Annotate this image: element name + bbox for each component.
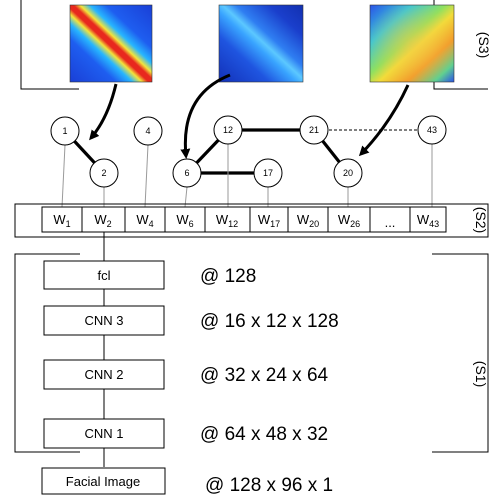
arrow-heatmap2-to-node6 bbox=[180, 73, 231, 159]
svg-text:43: 43 bbox=[427, 125, 437, 135]
stage-label-s1: (S1) bbox=[473, 361, 489, 387]
svg-text:CNN 3: CNN 3 bbox=[84, 313, 123, 328]
dim-cnn3: @ 16 x 12 x 128 bbox=[200, 311, 339, 332]
arrow-heatmap1-to-node2 bbox=[89, 83, 118, 141]
graph-node-20: 20 bbox=[333, 158, 363, 188]
s1-bracket bbox=[14, 253, 489, 453]
layer-fcl: fcl bbox=[43, 260, 165, 290]
heatmap-2 bbox=[218, 4, 304, 83]
stage-label-s3: (S3) bbox=[476, 32, 492, 58]
svg-text:CNN 1: CNN 1 bbox=[84, 426, 123, 441]
graph-node-21: 21 bbox=[299, 115, 329, 145]
s2-outer-box bbox=[14, 203, 489, 238]
graph-node-2: 2 bbox=[89, 158, 119, 188]
weight-cell-ellipsis: ... bbox=[385, 215, 396, 230]
layer-cnn1: CNN 1 bbox=[43, 418, 165, 449]
weight-cell-w12: W12 bbox=[216, 212, 238, 229]
svg-text:21: 21 bbox=[309, 125, 319, 135]
weight-cell-w43: W43 bbox=[417, 212, 439, 229]
svg-text:2: 2 bbox=[101, 168, 106, 178]
weight-cell-w6: W6 bbox=[176, 212, 193, 229]
graph-node-4: 4 bbox=[133, 116, 163, 146]
layer-cnn3: CNN 3 bbox=[43, 305, 165, 336]
graph-node-12: 12 bbox=[213, 115, 243, 145]
dim-cnn1: @ 64 x 48 x 32 bbox=[200, 424, 328, 445]
weight-cell-w2: W2 bbox=[94, 212, 111, 229]
weight-cell-w26: W26 bbox=[338, 212, 360, 229]
dim-fcl: @ 128 bbox=[200, 266, 256, 287]
svg-text:fcl: fcl bbox=[98, 268, 111, 283]
dim-input: @ 128 x 96 x 1 bbox=[205, 475, 333, 496]
svg-text:12: 12 bbox=[223, 125, 233, 135]
svg-text:4: 4 bbox=[145, 126, 150, 136]
svg-text:6: 6 bbox=[184, 168, 189, 178]
svg-text:Facial Image: Facial Image bbox=[66, 474, 140, 489]
weight-cell-w20: W20 bbox=[297, 212, 319, 229]
svg-text:CNN 2: CNN 2 bbox=[84, 367, 123, 382]
graph-node-1: 1 bbox=[50, 116, 80, 146]
heatmap-1 bbox=[69, 4, 153, 83]
weight-cell-w17: W17 bbox=[258, 212, 280, 229]
heatmap-3 bbox=[369, 4, 455, 83]
weight-vector bbox=[41, 206, 447, 233]
node-weight-connectors bbox=[61, 144, 433, 208]
svg-text:17: 17 bbox=[263, 168, 273, 178]
svg-text:1: 1 bbox=[62, 126, 67, 136]
dim-cnn2: @ 32 x 24 x 64 bbox=[200, 365, 329, 386]
stage-label-s2: (S2) bbox=[473, 207, 489, 233]
layer-input: Facial Image bbox=[41, 467, 166, 495]
arrow-heatmap3-to-node20 bbox=[358, 84, 410, 157]
layer-cnn2: CNN 2 bbox=[43, 359, 165, 390]
graph-node-17: 17 bbox=[253, 158, 283, 188]
weight-cell-w4: W4 bbox=[136, 212, 153, 229]
weight-cell-w1: W1 bbox=[53, 212, 70, 229]
svg-text:20: 20 bbox=[343, 168, 353, 178]
graph-node-43: 43 bbox=[417, 115, 447, 145]
graph-node-6: 6 bbox=[172, 158, 202, 188]
